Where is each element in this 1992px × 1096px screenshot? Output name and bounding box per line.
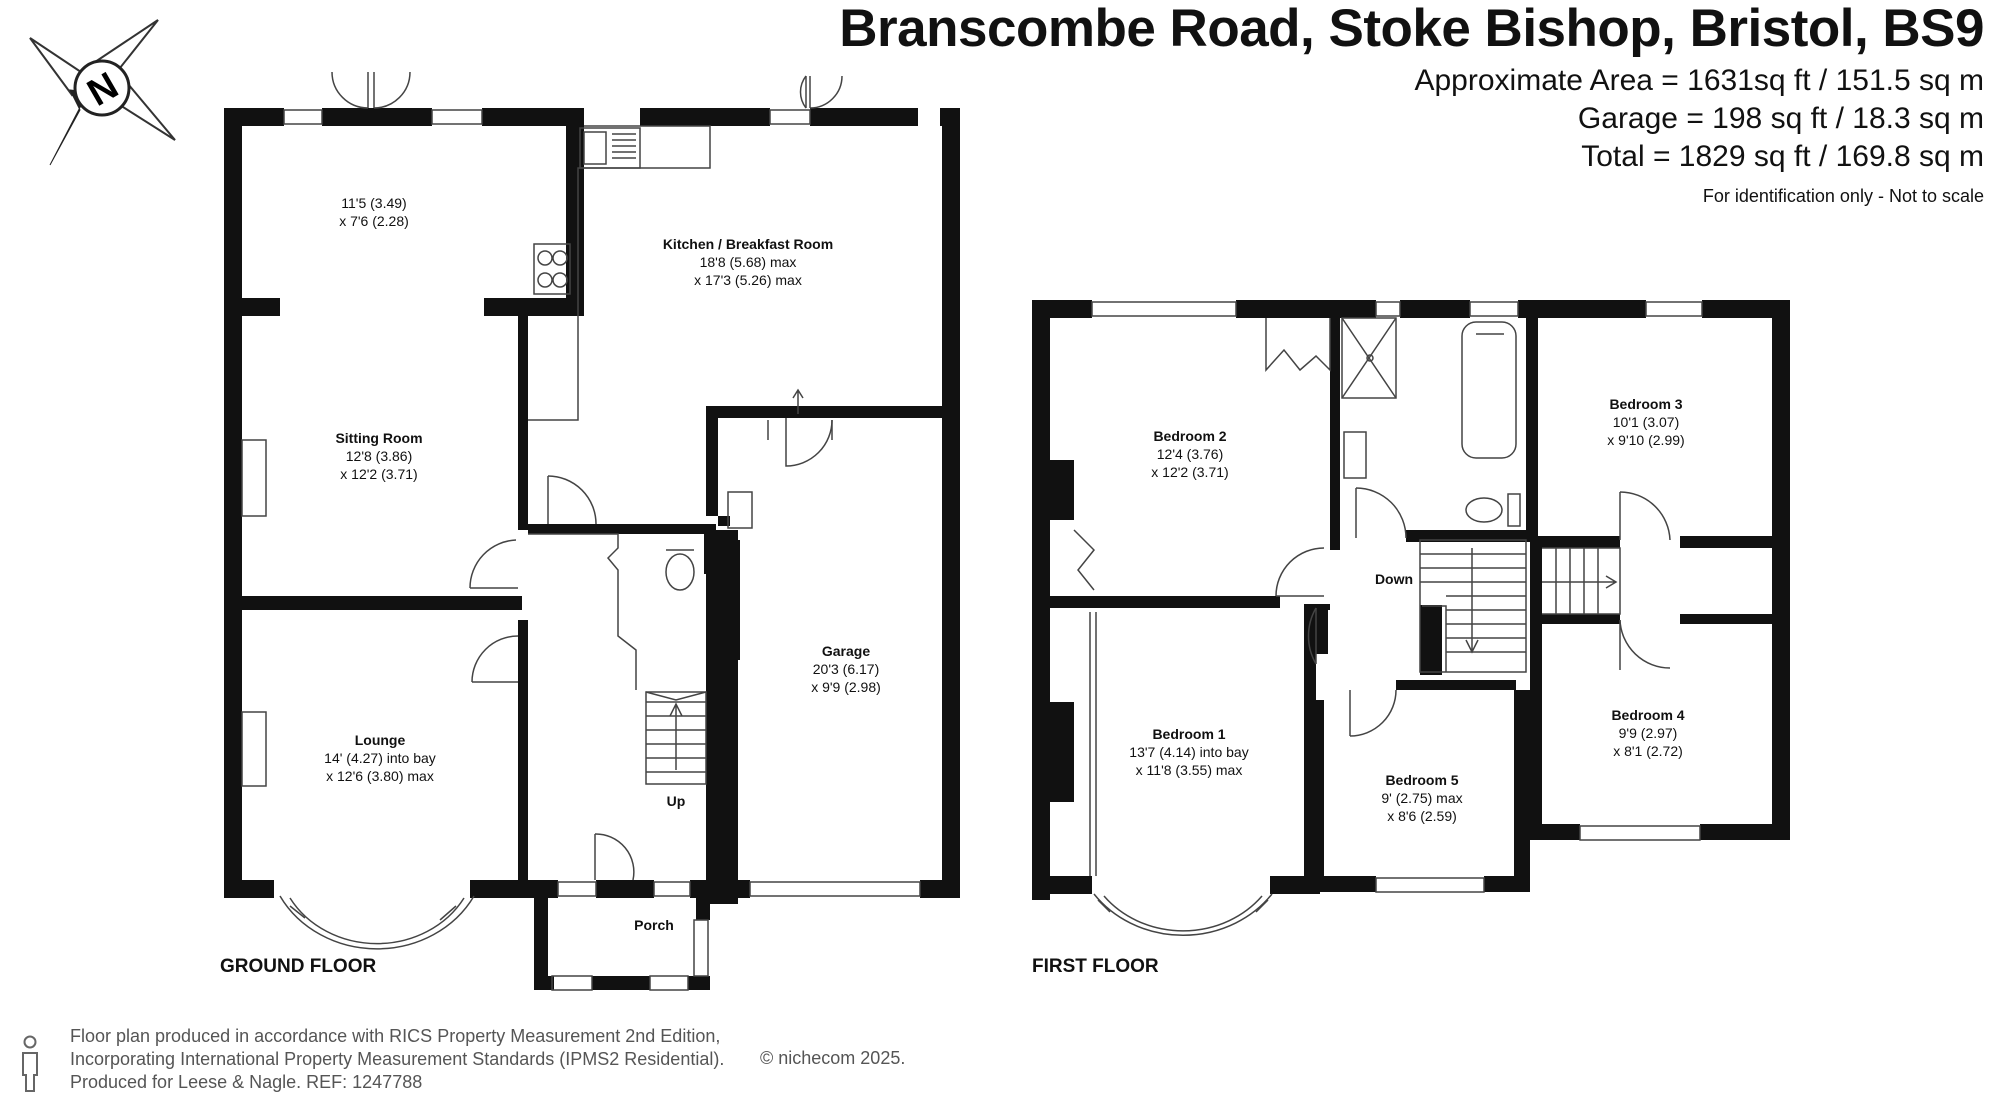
approx-area: Approximate Area = 1631sq ft / 151.5 sq … [1414, 64, 1984, 97]
total-area: Total = 1829 sq ft / 169.8 sq m [1581, 140, 1984, 173]
stairs-down-label: Down [1375, 571, 1413, 587]
porch-name: Porch [634, 917, 674, 933]
bedroom-1-name: Bedroom 1 [1152, 726, 1225, 742]
lounge-name: Lounge [355, 732, 406, 748]
room-label-bedroom-2: Bedroom 2 12'4 (3.76) x 12'2 (3.71) [1151, 428, 1228, 480]
footer-line-2: Incorporating International Property Mea… [70, 1049, 725, 1069]
footer-line-3: Produced for Leese & Nagle. REF: 1247788 [70, 1072, 423, 1092]
stairs-up-label: Up [667, 793, 686, 809]
kitchen-name: Kitchen / Breakfast Room [663, 236, 833, 252]
bedroom-4-dim1: 9'9 (2.97) [1619, 725, 1678, 741]
bedroom-3-name: Bedroom 3 [1609, 396, 1682, 412]
ground-floor-details [241, 71, 921, 991]
sitting-room-name: Sitting Room [335, 430, 422, 446]
bedroom-5-dim2: x 8'6 (2.59) [1387, 808, 1457, 824]
kitchen-dim1: 18'8 (5.68) max [700, 254, 797, 270]
room-label-conservatory: 11'5 (3.49) x 7'6 (2.28) [339, 195, 409, 229]
brand-copyright: © nichecom 2025. [760, 1048, 906, 1068]
sitting-room-dim1: 12'8 (3.86) [346, 448, 413, 464]
bedroom-5-name: Bedroom 5 [1385, 772, 1458, 788]
bedroom-3-dim2: x 9'10 (2.99) [1607, 432, 1684, 448]
compass-rose-icon: N [29, 19, 176, 166]
bedroom-2-dim1: 12'4 (3.76) [1157, 446, 1224, 462]
person-icon [22, 1035, 38, 1092]
room-label-garage: Garage 20'3 (6.17) x 9'9 (2.98) [811, 643, 881, 695]
garage-dim1: 20'3 (6.17) [813, 661, 880, 677]
garage-dim2: x 9'9 (2.98) [811, 679, 881, 695]
room-label-sitting-room: Sitting Room 12'8 (3.86) x 12'2 (3.71) [335, 430, 422, 482]
first-floor-details [1073, 301, 1703, 936]
scale-note: For identification only - Not to scale [1702, 186, 1984, 206]
property-title: Branscombe Road, Stoke Bishop, Bristol, … [839, 0, 1984, 58]
footer-text: Floor plan produced in accordance with R… [70, 1025, 724, 1094]
bedroom-5-dim1: 9' (2.75) max [1381, 790, 1462, 806]
garage-name: Garage [822, 643, 870, 659]
room-label-bedroom-1: Bedroom 1 13'7 (4.14) into bay x 11'8 (3… [1129, 726, 1248, 778]
lounge-dim1: 14' (4.27) into bay [324, 750, 436, 766]
first-floor-walls [1032, 300, 1790, 900]
conservatory-dim1: 11'5 (3.49) [341, 195, 406, 211]
room-label-bedroom-4: Bedroom 4 9'9 (2.97) x 8'1 (2.72) [1611, 707, 1684, 759]
bedroom-4-dim2: x 8'1 (2.72) [1613, 743, 1683, 759]
room-label-lounge: Lounge 14' (4.27) into bay x 12'6 (3.80)… [324, 732, 436, 784]
lounge-dim2: x 12'6 (3.80) max [326, 768, 434, 784]
bedroom-1-dim1: 13'7 (4.14) into bay [1129, 744, 1248, 760]
ground-floor-label: GROUND FLOOR [220, 956, 376, 977]
room-label-kitchen: Kitchen / Breakfast Room 18'8 (5.68) max… [663, 236, 833, 288]
bedroom-3-dim1: 10'1 (3.07) [1613, 414, 1680, 430]
room-label-bedroom-3: Bedroom 3 10'1 (3.07) x 9'10 (2.99) [1607, 396, 1684, 448]
footer-line-1: Floor plan produced in accordance with R… [70, 1026, 721, 1046]
bedroom-4-name: Bedroom 4 [1611, 707, 1684, 723]
bedroom-2-name: Bedroom 2 [1153, 428, 1226, 444]
ground-floor-walls [224, 108, 960, 990]
conservatory-dim2: x 7'6 (2.28) [339, 213, 409, 229]
first-floor-label: FIRST FLOOR [1032, 956, 1159, 977]
room-label-bedroom-5: Bedroom 5 9' (2.75) max x 8'6 (2.59) [1381, 772, 1462, 824]
bedroom-2-dim2: x 12'2 (3.71) [1151, 464, 1228, 480]
sitting-room-dim2: x 12'2 (3.71) [340, 466, 417, 482]
garage-area: Garage = 198 sq ft / 18.3 sq m [1577, 102, 1984, 135]
bedroom-1-dim2: x 11'8 (3.55) max [1136, 762, 1243, 778]
kitchen-dim2: x 17'3 (5.26) max [694, 272, 802, 288]
